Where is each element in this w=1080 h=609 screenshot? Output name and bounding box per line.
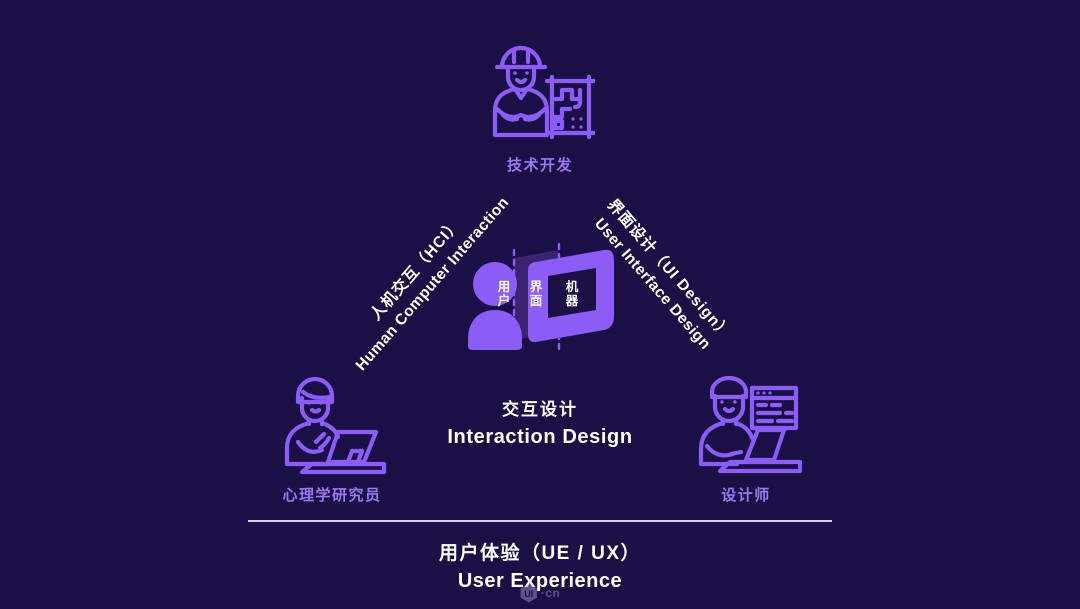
watermark-uicn: UI ·cn bbox=[520, 583, 561, 603]
node-designer[interactable]: 设计师 bbox=[646, 366, 846, 505]
node-label-designer: 设计师 bbox=[721, 487, 771, 504]
footer-divider bbox=[248, 520, 832, 522]
watermark-suffix: ·cn bbox=[540, 586, 561, 600]
footer-title-cn: 用户体验（UE / UX） bbox=[438, 543, 642, 564]
center-label-user: 用户 bbox=[497, 280, 511, 309]
node-psychology-researcher[interactable]: 心理学研究员 bbox=[232, 366, 432, 505]
center-graphic-user-interface-machine: 用户 界面 机器 bbox=[462, 240, 622, 365]
footer-user-experience: 用户体验（UE / UX） User Experience bbox=[0, 538, 1080, 593]
center-title-en: Interaction Design bbox=[447, 426, 633, 448]
footer-title-en: User Experience bbox=[457, 570, 623, 592]
node-label-tech-development: 技术开发 bbox=[506, 157, 573, 174]
researcher-tablet-icon bbox=[272, 366, 392, 478]
center-label-interface: 界面 bbox=[529, 280, 543, 309]
center-label-machine: 机器 bbox=[565, 280, 579, 309]
node-label-psychology-researcher: 心理学研究员 bbox=[282, 487, 382, 504]
center-title-cn: 交互设计 bbox=[502, 400, 578, 419]
center-graphic-svg bbox=[468, 242, 614, 352]
node-tech-development[interactable]: 技术开发 bbox=[440, 36, 640, 175]
center-caption: 交互设计 Interaction Design bbox=[0, 395, 1080, 449]
designer-monitor-icon bbox=[686, 366, 806, 478]
svg-text:UI: UI bbox=[524, 589, 533, 599]
hexagon-logo-icon: UI bbox=[520, 583, 537, 603]
engineer-blueprint-icon bbox=[480, 36, 600, 148]
